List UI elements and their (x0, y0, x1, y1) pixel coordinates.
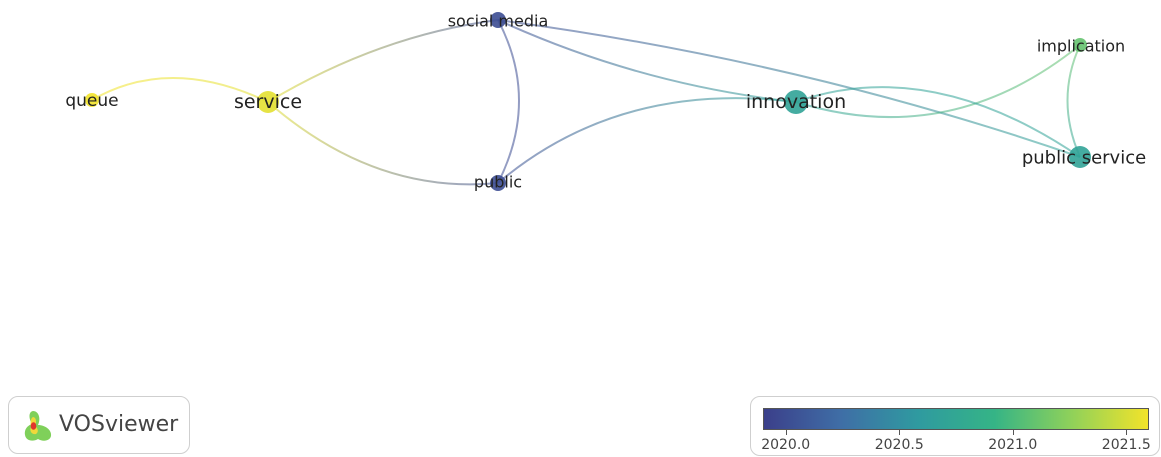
scale-tick-label: 2021.5 (1101, 437, 1151, 453)
brand-name: VOSviewer (59, 412, 179, 437)
node-implication[interactable] (1073, 38, 1087, 52)
scale-tick-label: 2020.5 (874, 437, 924, 453)
link-social_media-public_service (497, 19, 1081, 158)
node-label-innovation: innovation (746, 91, 846, 113)
node-label-social_media: social media (448, 12, 549, 31)
scale-tick (899, 430, 901, 435)
scale-tick-label: 2021.0 (988, 437, 1038, 453)
overlay-color-scale: 2020.0 2020.5 2021.0 2021.5 (750, 396, 1160, 456)
scale-tick (1126, 430, 1128, 435)
vosviewer-brand: VOSviewer (8, 396, 190, 454)
node-label-queue: queue (65, 91, 118, 111)
scale-tick (1012, 430, 1014, 435)
link-innovation-implication (795, 44, 1081, 118)
node-public[interactable] (490, 175, 506, 191)
link-implication-public_service (1066, 44, 1081, 158)
link-queue-service (91, 77, 269, 103)
network-map: queue service social media public innovation… (65, 12, 1146, 192)
link-public-innovation (497, 97, 797, 184)
node-service[interactable] (257, 91, 279, 113)
link-service-public (267, 101, 499, 186)
link-social_media-public (497, 19, 520, 184)
node-queue[interactable] (85, 93, 99, 107)
scale-tick (785, 430, 787, 435)
link-social_media-innovation (497, 19, 797, 103)
vosviewer-logo-icon (24, 411, 52, 441)
link-service-social_media (267, 19, 499, 103)
node-social_media[interactable] (490, 12, 506, 28)
node-label-service: service (234, 91, 302, 113)
node-label-public: public (474, 173, 522, 192)
color-gradient-bar (763, 408, 1149, 430)
link-innovation-public_service (795, 86, 1081, 158)
node-innovation[interactable] (784, 90, 808, 114)
node-label-implication: implication (1037, 37, 1125, 56)
node-label-public_service: public service (1022, 148, 1146, 169)
node-public_service[interactable] (1069, 146, 1091, 168)
scale-tick-label: 2020.0 (761, 437, 811, 453)
